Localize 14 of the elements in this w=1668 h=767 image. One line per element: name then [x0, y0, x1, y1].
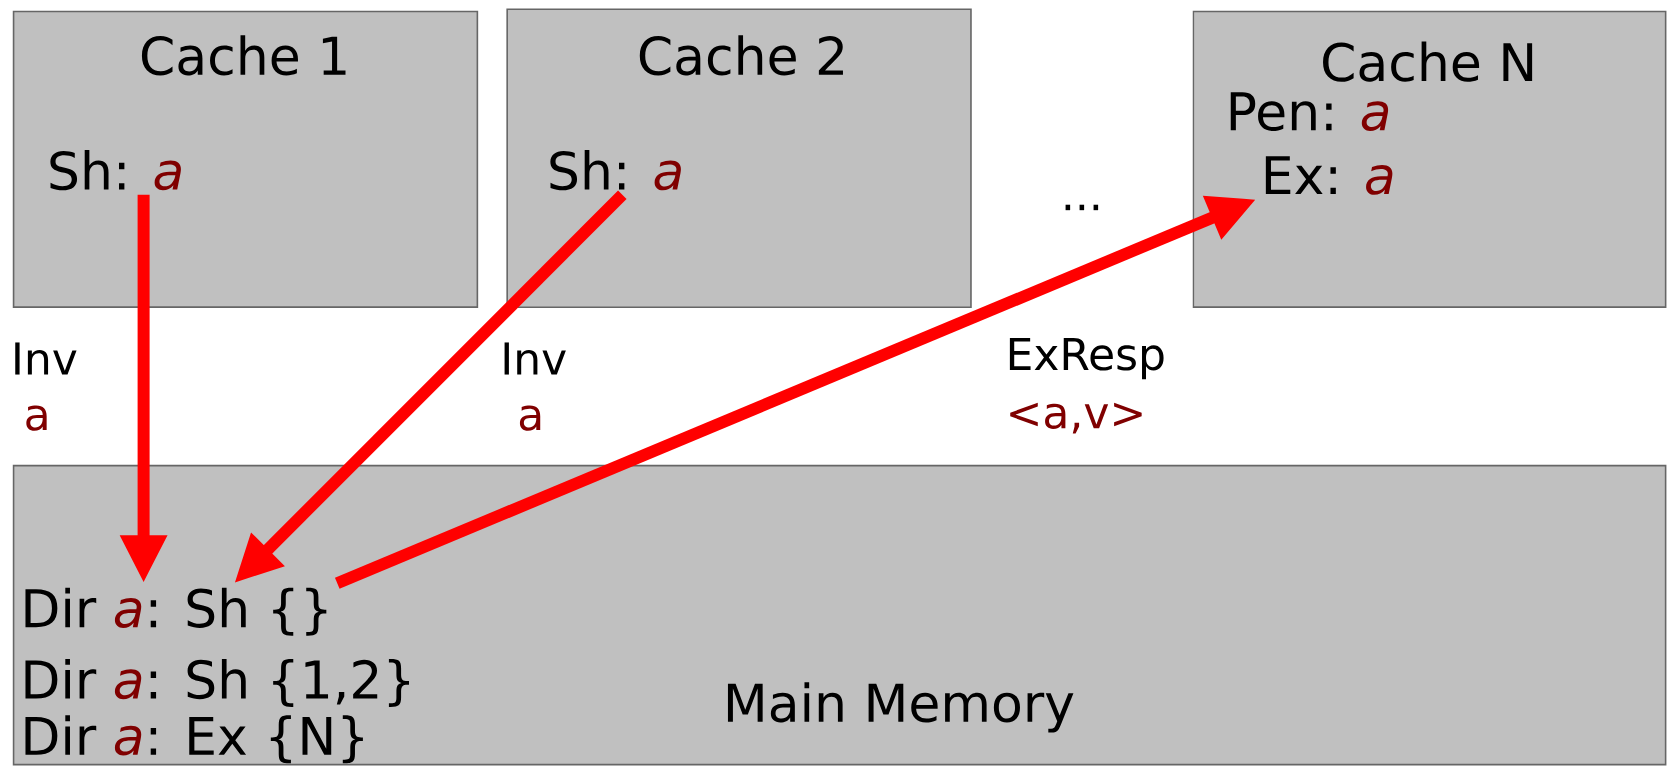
cache-line-label: Pen: a — [1230, 92, 1389, 131]
cache-line-label: Sh: a — [550, 150, 681, 191]
ellipsis-label: ... — [1065, 204, 1099, 211]
message-label: Inv — [504, 342, 566, 375]
message-label: <a,v> — [1010, 402, 1142, 434]
directory-entry: Dir a: Sh {1,2} — [25, 658, 409, 707]
cache-line-label: Sh: a — [50, 150, 181, 191]
message-label: a — [519, 405, 541, 431]
cache-line-label: Ex: a — [1265, 156, 1393, 195]
directory-entry: Dir a: Ex {N} — [25, 715, 363, 764]
message-label: Inv — [15, 342, 77, 375]
message-label: a — [26, 405, 47, 431]
message-label: ExResp — [1009, 337, 1164, 380]
directory-entry: Dir a: Sh {} — [25, 587, 327, 636]
